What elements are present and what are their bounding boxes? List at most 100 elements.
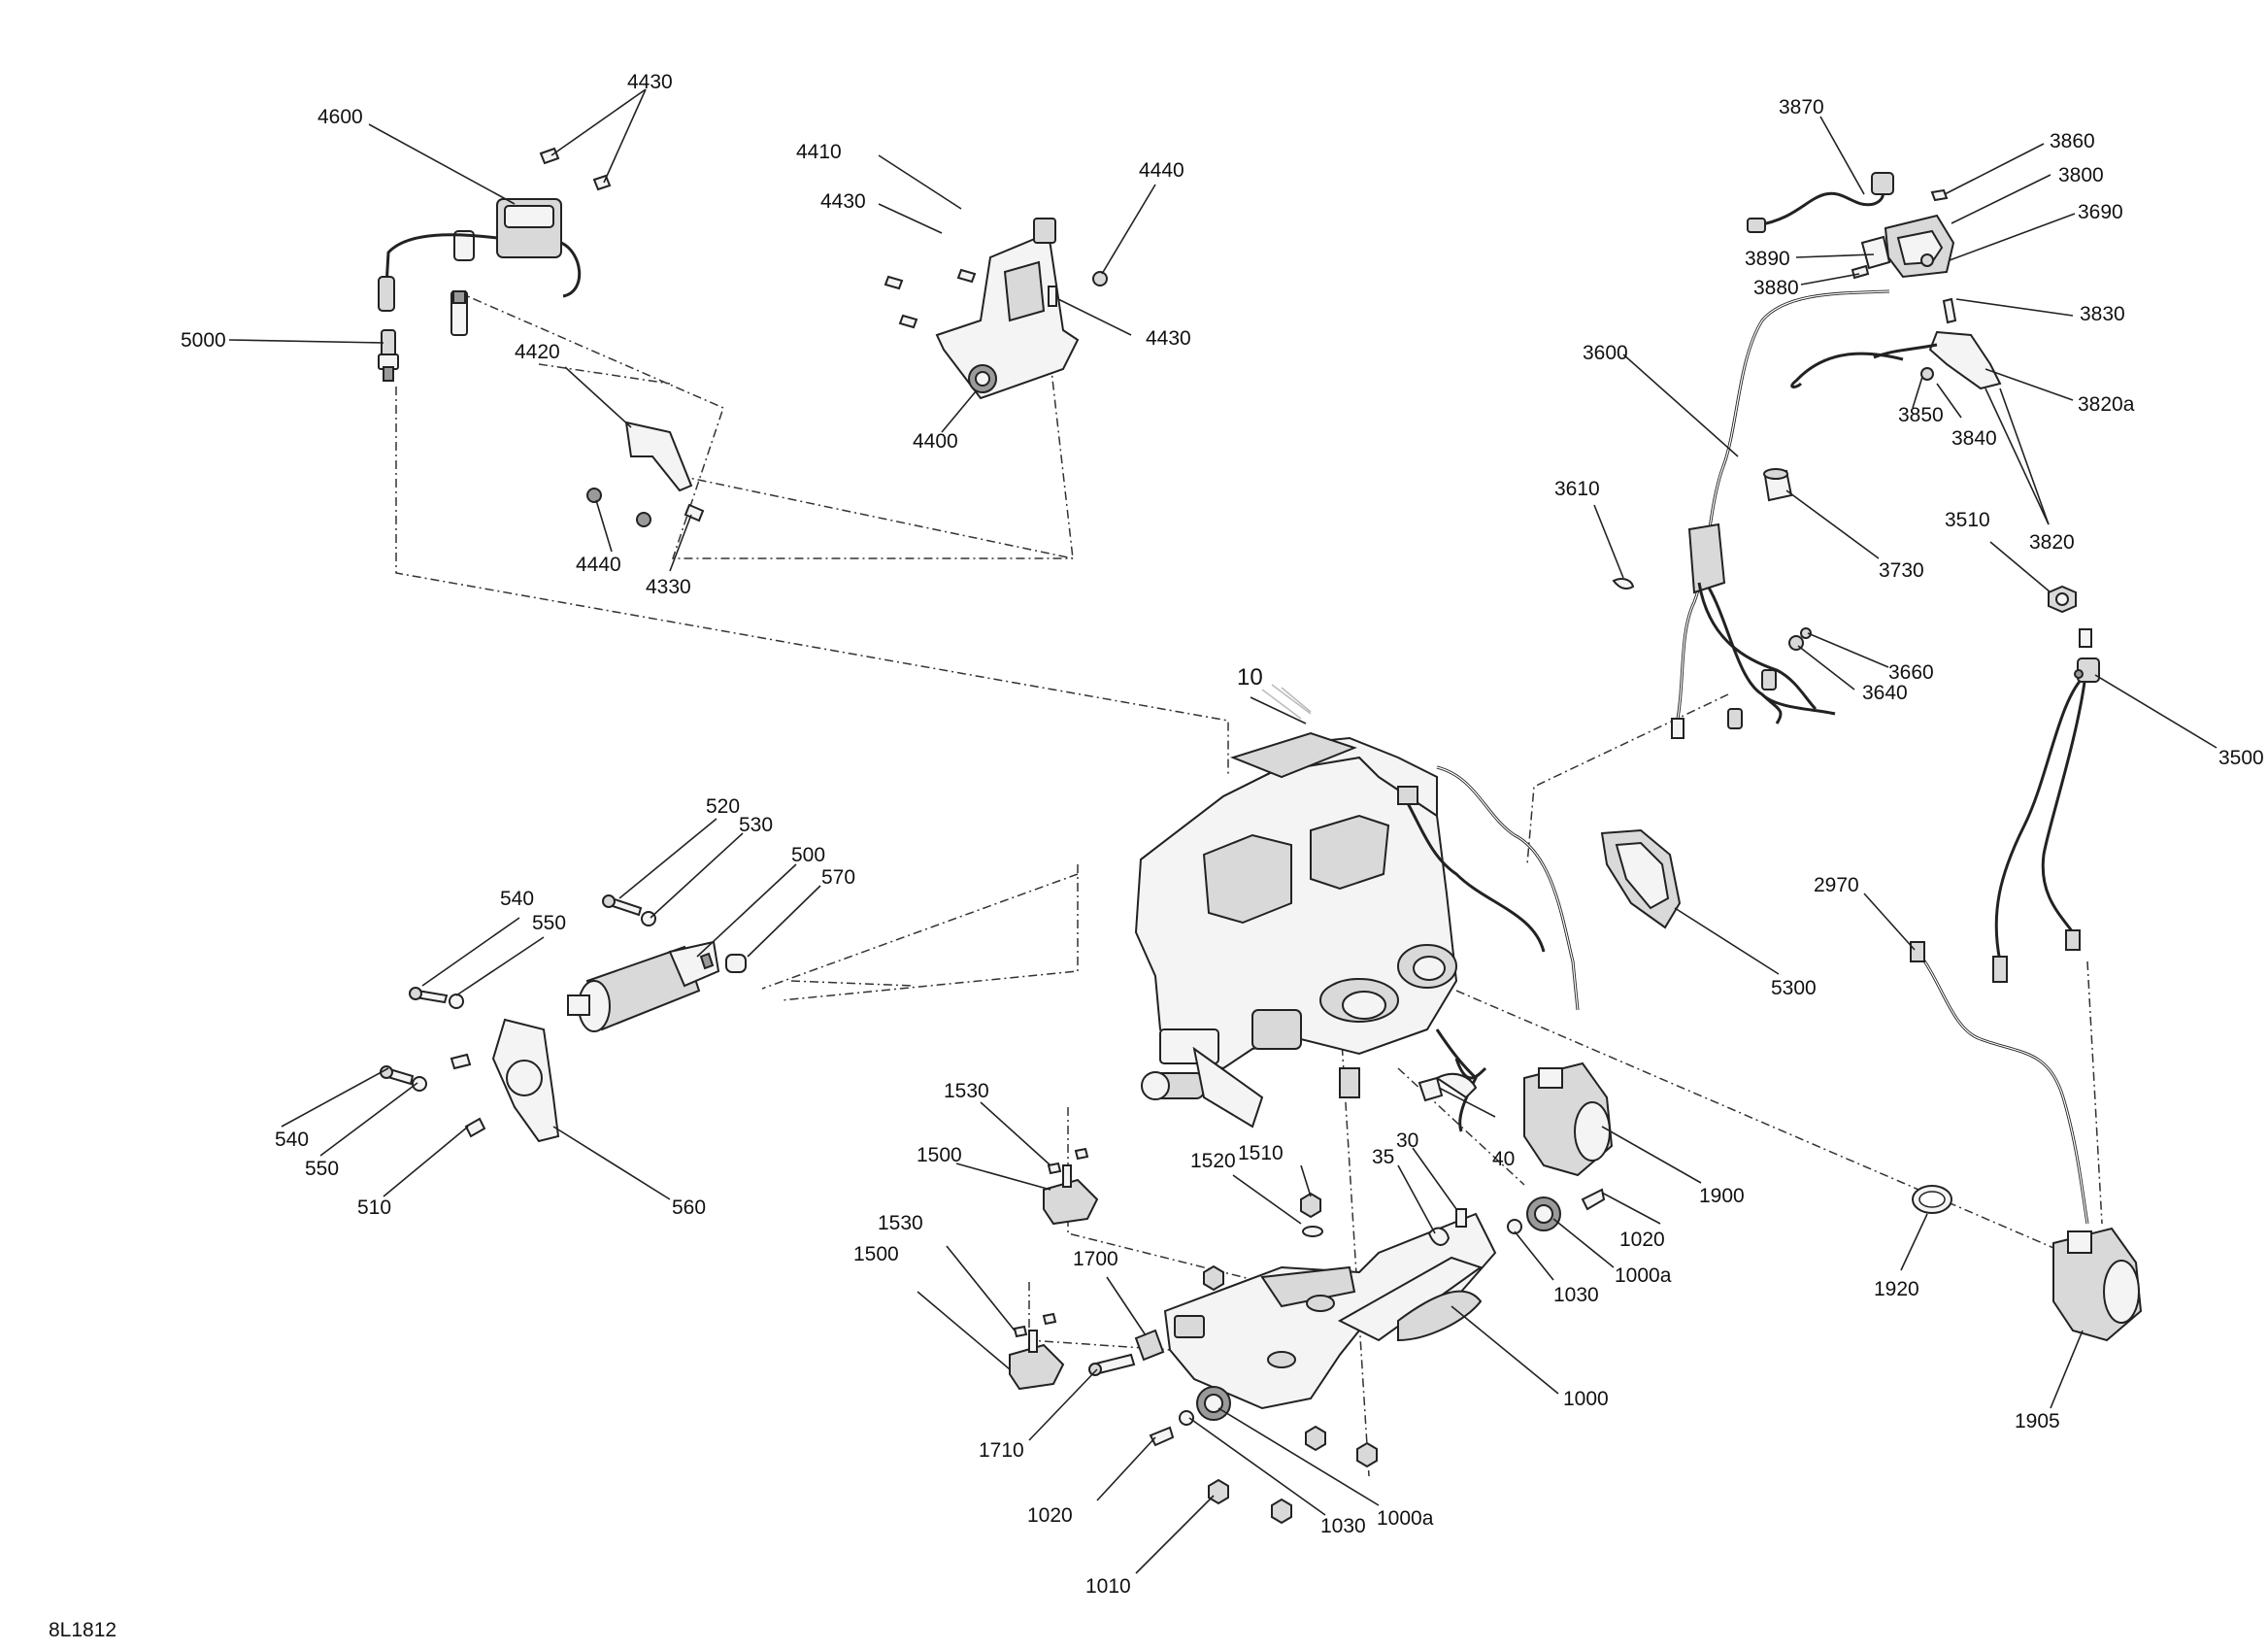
callout-5000: 5000 — [181, 329, 226, 352]
callout-5300: 5300 — [1771, 977, 1817, 999]
callout-560: 560 — [672, 1196, 706, 1219]
callout-3600: 3600 — [1583, 342, 1628, 364]
engine-top-hatch — [1261, 684, 1312, 720]
nut-3510 — [2048, 585, 2077, 614]
callout-40: 40 — [1492, 1148, 1515, 1170]
callout-1530: 1530 — [878, 1212, 923, 1234]
starter-bolts — [380, 894, 656, 1138]
callout-1010: 1010 — [1085, 1575, 1131, 1598]
callout-1710: 1710 — [979, 1439, 1024, 1462]
spacer-1700 — [1134, 1329, 1165, 1362]
callout-1000a: 1000a — [1377, 1507, 1434, 1530]
callout-3890: 3890 — [1745, 248, 1790, 270]
callout-1900: 1900 — [1699, 1185, 1745, 1207]
callout-3840: 3840 — [1951, 427, 1997, 450]
callout-510: 510 — [357, 1196, 391, 1219]
callout-2970: 2970 — [1814, 874, 1859, 896]
bolt-1710 — [1088, 1353, 1136, 1376]
spark-plug — [378, 329, 399, 382]
callout-10: 10 — [1237, 664, 1263, 691]
callout-3850: 3850 — [1898, 404, 1944, 426]
fitting-40 — [1418, 1076, 1444, 1102]
callout-3870: 3870 — [1779, 96, 1824, 118]
callout-4400: 4400 — [913, 430, 958, 453]
callout-4430: 4430 — [1146, 327, 1191, 350]
callout-3800: 3800 — [2058, 164, 2104, 186]
callout-3500: 3500 — [2218, 747, 2264, 769]
intake-5300 — [1600, 828, 1682, 929]
callout-4430: 4430 — [820, 190, 866, 213]
nuts-1010 — [1203, 1264, 1378, 1525]
callout-550: 550 — [305, 1158, 339, 1180]
bracket-4420 — [586, 421, 705, 527]
throttle-housing-3800 — [1851, 188, 1955, 280]
callout-540: 540 — [500, 888, 534, 910]
callout-500: 500 — [791, 844, 825, 866]
callout-4420: 4420 — [515, 341, 560, 363]
callout-3730: 3730 — [1879, 559, 1924, 582]
callout-3510: 3510 — [1945, 509, 1990, 531]
callout-4440: 4440 — [1139, 159, 1184, 182]
callout-1520: 1520 — [1190, 1150, 1236, 1172]
ignition-coil — [378, 198, 582, 336]
callout-3860: 3860 — [2050, 130, 2095, 152]
callout-3820a: 3820a — [2078, 393, 2135, 416]
callout-550: 550 — [532, 912, 566, 934]
engine-harness — [1396, 765, 1580, 1132]
callout-4600: 4600 — [317, 106, 363, 128]
engine-mount-1000 — [1163, 1212, 1497, 1410]
callout-4330: 4330 — [646, 576, 691, 598]
diagram-id: 8L1812 — [49, 1619, 117, 1641]
callout-3830: 3830 — [2080, 303, 2125, 325]
callout-570: 570 — [821, 866, 855, 889]
callout-30: 30 — [1396, 1129, 1418, 1152]
throttle-lever-3820 — [1790, 297, 2002, 390]
callout-540: 540 — [275, 1129, 309, 1151]
callout-1500: 1500 — [853, 1243, 899, 1265]
callout-3610: 3610 — [1554, 478, 1600, 500]
clip-3610 — [1612, 578, 1635, 590]
callout-1030: 1030 — [1320, 1515, 1366, 1537]
sleeve-3730 — [1763, 468, 1793, 502]
nut-1510 — [1300, 1192, 1323, 1237]
callout-520: 520 — [706, 795, 740, 818]
screw-4430-pair — [539, 147, 612, 191]
rubber-mount-1000a-b — [1149, 1386, 1231, 1447]
mount-block-1500-a — [1043, 1147, 1099, 1226]
callout-530: 530 — [739, 814, 773, 836]
starter-bracket — [491, 1018, 560, 1143]
callout-3690: 3690 — [2078, 201, 2123, 223]
clip-30-35 — [1427, 1208, 1467, 1246]
callout-1030: 1030 — [1553, 1284, 1599, 1306]
callout-1500: 1500 — [917, 1144, 962, 1166]
mount-block-1500-b — [1009, 1312, 1065, 1391]
clamp-1920 — [1912, 1185, 1952, 1214]
callout-4410: 4410 — [796, 141, 842, 163]
starter-motor — [567, 940, 747, 1032]
leader-lines — [228, 88, 2218, 1574]
callout-1000: 1000 — [1563, 1388, 1609, 1410]
callout-3880: 3880 — [1753, 277, 1799, 299]
callout-3660: 3660 — [1888, 661, 1934, 684]
callout-35: 35 — [1372, 1146, 1394, 1168]
callout-3820: 3820 — [2029, 531, 2075, 554]
throttle-harness-3600 — [1671, 289, 1890, 739]
callout-3640: 3640 — [1862, 682, 1908, 704]
callout-1000a: 1000a — [1615, 1264, 1672, 1287]
sensor-wire-3870 — [1747, 172, 1894, 233]
callout-1020: 1020 — [1619, 1229, 1665, 1251]
rubber-mount-1000a-a — [1507, 1188, 1606, 1234]
callout-4440: 4440 — [576, 554, 621, 576]
callout-1700: 1700 — [1073, 1248, 1118, 1270]
callout-4430: 4430 — [627, 71, 673, 93]
carburetor-1900 — [1435, 1058, 1614, 1177]
engine-block — [1134, 731, 1458, 1129]
callout-1530: 1530 — [944, 1080, 989, 1102]
callout-1020: 1020 — [1027, 1504, 1073, 1527]
throttle-cables — [1910, 628, 2100, 1225]
carburetor-1905 — [2052, 1227, 2143, 1342]
callout-1905: 1905 — [2015, 1410, 2060, 1432]
callout-1920: 1920 — [1874, 1278, 1919, 1300]
ecm-bracket — [884, 218, 1108, 400]
